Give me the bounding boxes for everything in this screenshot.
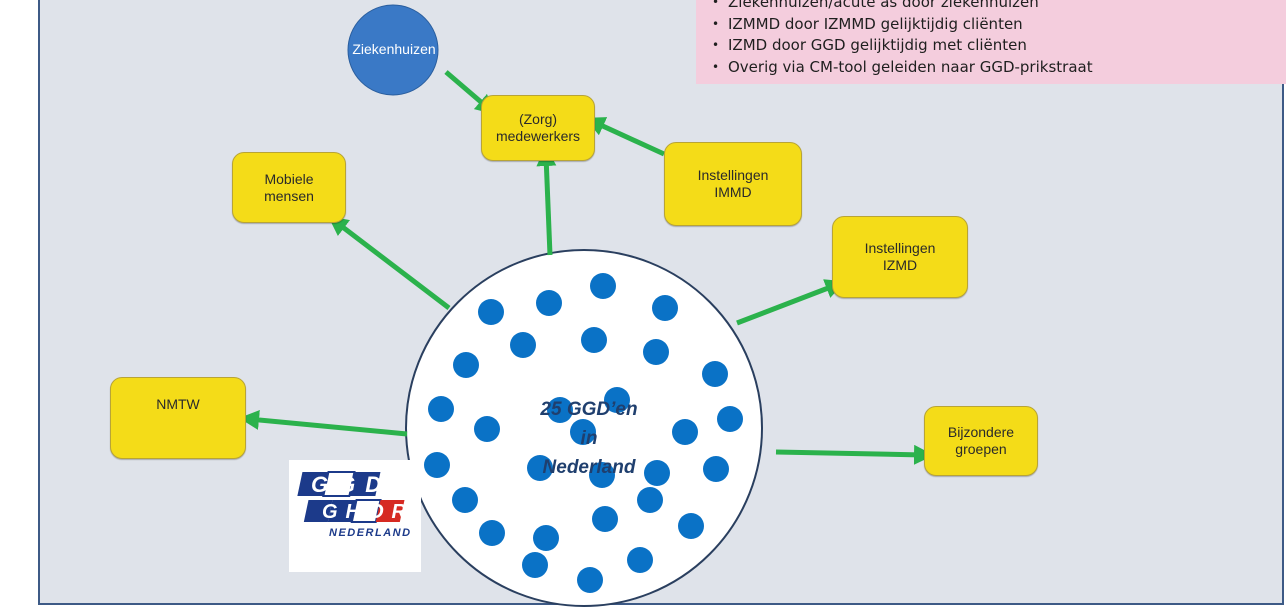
arrow-circle-to-izmd [736, 279, 846, 326]
ggd-dot [678, 513, 704, 539]
ggd-dot [717, 406, 743, 432]
ggd-dot [452, 487, 478, 513]
ggd-dot [604, 387, 630, 413]
ggd-dot [643, 339, 669, 365]
ggd-dot [510, 332, 536, 358]
box-instellingen-izmd: Instellingen IZMD [832, 216, 968, 298]
ggd-dot [589, 462, 615, 488]
legend-item: Ziekenhuizen/acute as door ziekenhuizen [706, 0, 1274, 14]
ggd-dot [428, 396, 454, 422]
box-izmd-label: Instellingen IZMD [864, 240, 936, 273]
ggd-dot [474, 416, 500, 442]
ggd-dot [453, 352, 479, 378]
ggd-dot [592, 506, 618, 532]
logo-row3: NEDERLAND [329, 527, 412, 539]
ggd-dot [570, 419, 596, 445]
ggd-dot [627, 547, 653, 573]
ggd-dot [644, 460, 670, 486]
ggd-dot [533, 525, 559, 551]
ggd-dot [702, 361, 728, 387]
ggd-dot [522, 552, 548, 578]
ggd-dot [672, 419, 698, 445]
box-immd-label: Instellingen IMMD [697, 167, 769, 200]
ggd-dot [590, 273, 616, 299]
hospital-label: Ziekenhuizen [352, 41, 436, 57]
legend-box: Ziekenhuizen/acute as door ziekenhuizen … [696, 0, 1286, 84]
arrow-circle-to-bijzondere [775, 444, 934, 465]
ggd-dot [547, 397, 573, 423]
ggd-dot [581, 327, 607, 353]
ggd-dot [527, 455, 553, 481]
box-bijzondere-label: Bijzondere groepen [947, 424, 1015, 457]
ggd-dot [536, 290, 562, 316]
box-instellingen-immd: Instellingen IMMD [664, 142, 802, 226]
box-bijzondere-groepen: Bijzondere groepen [924, 406, 1038, 476]
box-mobiele-mensen: Mobiele mensen [232, 152, 346, 223]
ggd-dot [577, 567, 603, 593]
arrow-circle-to-zorg [536, 146, 557, 256]
legend-item: Overig via CM-tool geleiden naar GGD-pri… [706, 57, 1274, 79]
box-mobiele-label: Mobiele mensen [264, 170, 314, 204]
ggd-dot [703, 456, 729, 482]
ggd-ghor-logo: GGD GHOR NEDERLAND [289, 460, 421, 572]
logo-row1: GGD [311, 472, 391, 497]
legend-item: IZMMD door IZMMD gelijktijdig cliënten [706, 14, 1274, 36]
hospital-circle [347, 4, 439, 96]
box-nmtw-label: NMTW [156, 396, 200, 412]
ggd-dot [637, 487, 663, 513]
arrow-circle-to-nmtw [239, 409, 408, 437]
box-zorg-label: (Zorg) medewerkers [495, 111, 581, 144]
ggd-dot [478, 299, 504, 325]
legend-item: IZMD door GGD gelijktijdig met cliënten [706, 35, 1274, 57]
ggd-circle-label: 25 GGD’en in Nederland [540, 399, 638, 478]
box-zorg-medewerkers: (Zorg) medewerkers [481, 95, 595, 161]
arrow-immd-to-zorg [584, 117, 666, 157]
ggd-dot [424, 452, 450, 478]
box-nmtw: NMTW [110, 377, 246, 459]
arrow-circle-to-mobiele [328, 215, 451, 310]
arrows [239, 70, 934, 465]
ggd-dots [424, 273, 743, 593]
ggd-dot [652, 295, 678, 321]
ggd-dot [479, 520, 505, 546]
logo-row2: GHOR [322, 501, 414, 523]
